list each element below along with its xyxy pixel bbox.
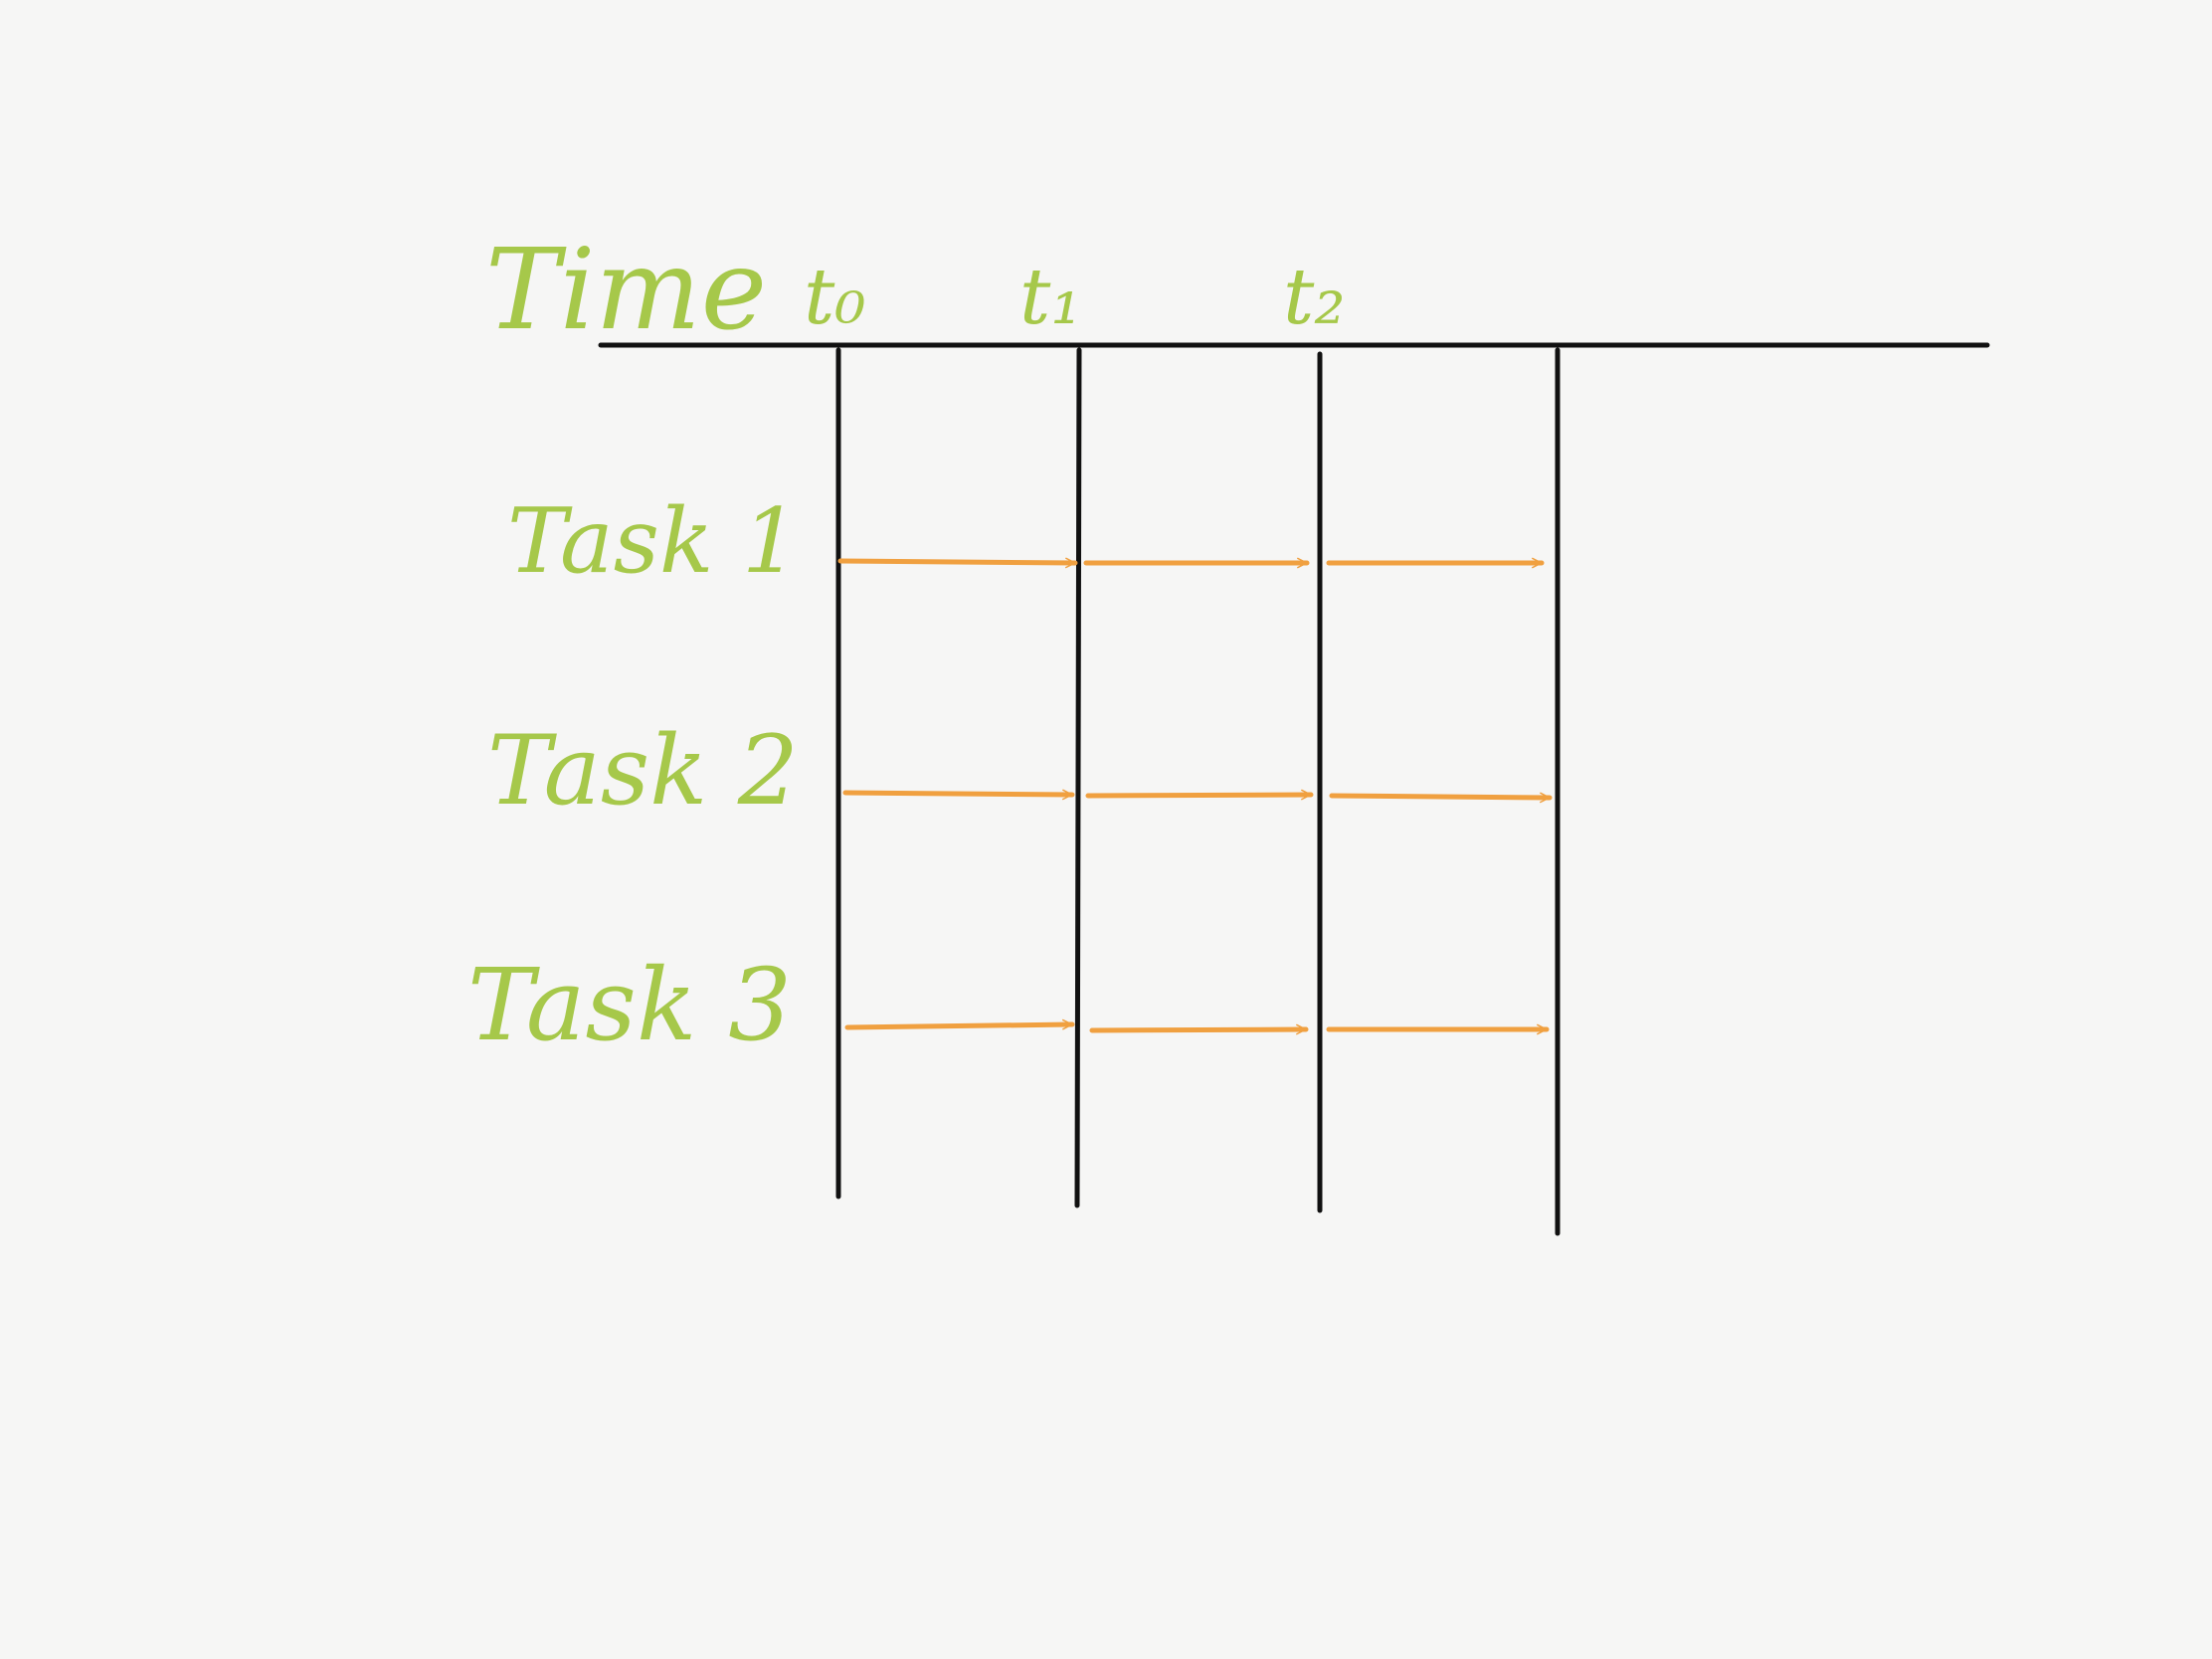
task-label-3: Task 3 xyxy=(467,947,792,1063)
tick-label-t2: t₂ xyxy=(1283,253,1346,342)
task-2-arrow-3 xyxy=(1329,792,1553,804)
task-1-arrows xyxy=(837,557,1545,569)
task-3-arrow-2 xyxy=(1089,1023,1309,1035)
tick-label-t0: t₀ xyxy=(804,253,866,342)
task-3-arrows xyxy=(844,1018,1550,1035)
time-axis-label: Time xyxy=(485,226,767,355)
tick-label-t1: t₁ xyxy=(1019,253,1082,342)
task-label-2: Task 2 xyxy=(487,715,799,827)
task-2-arrow-1 xyxy=(842,789,1075,801)
time-divider-t1 xyxy=(1074,347,1082,1208)
task-1-arrow-1 xyxy=(837,557,1078,569)
task-label-1: Task 1 xyxy=(507,489,799,594)
task-2-arrows xyxy=(842,789,1553,804)
task-3-arrow-1 xyxy=(844,1018,1075,1030)
task-2-arrow-2 xyxy=(1085,789,1314,801)
